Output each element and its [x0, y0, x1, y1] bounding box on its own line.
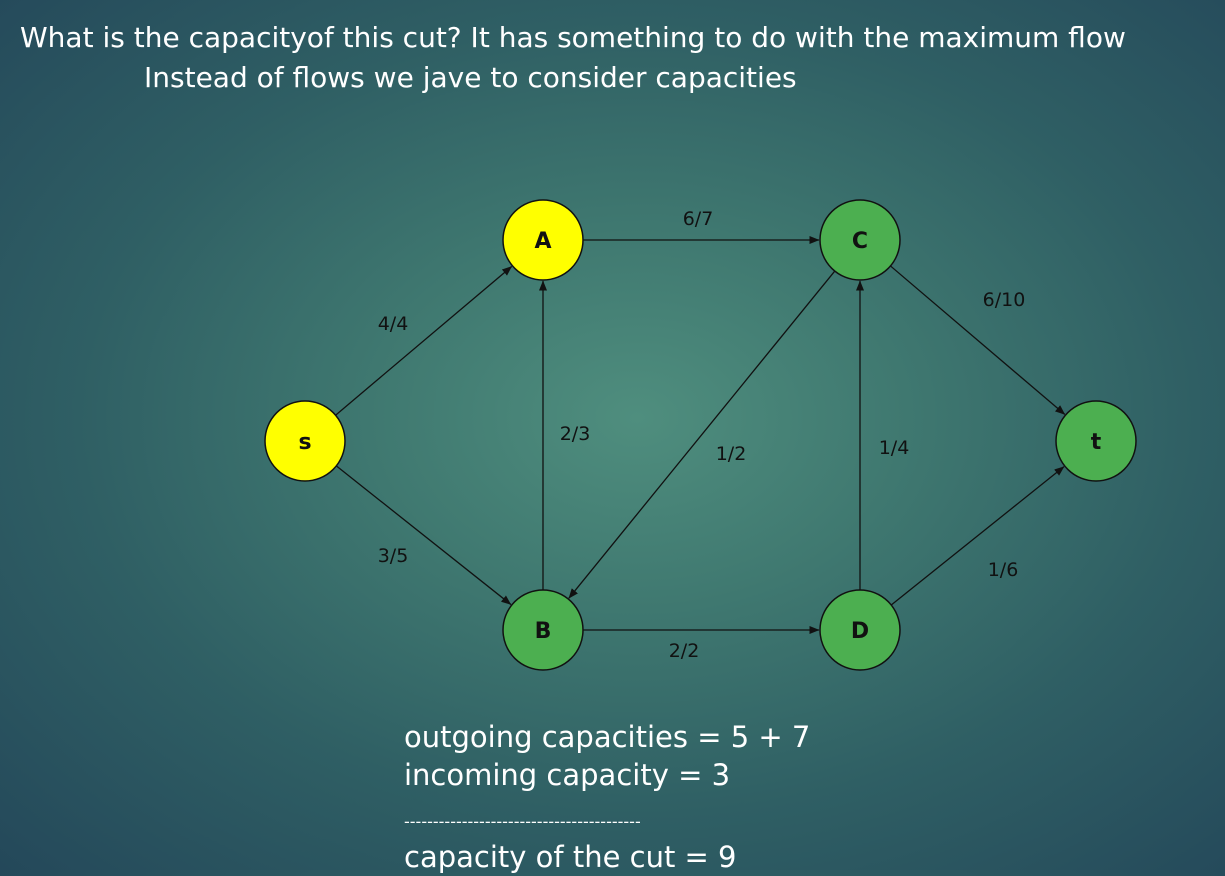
node-circle-D — [819, 589, 901, 671]
incoming-capacity-text: incoming capacity = 3 — [404, 758, 731, 792]
edge-labels-layer: 4/4 3/5 2/3 6/7 1/2 2/2 1/4 6/10 1/6 — [378, 208, 1026, 662]
node-s: s — [264, 400, 346, 482]
edge-C-B — [568, 270, 836, 599]
node-A: A — [502, 199, 584, 281]
node-label-D: D — [851, 619, 869, 644]
cut-calculation: outgoing capacities = 5 + 7 incoming cap… — [404, 718, 810, 876]
node-label-s: s — [298, 430, 311, 455]
node-label-t: t — [1091, 430, 1102, 455]
title-line-1: What is the capacityof this cut? It has … — [20, 21, 1126, 54]
edge-s-B — [335, 465, 512, 606]
node-label-C: C — [852, 229, 868, 254]
edge-s-A — [335, 265, 513, 416]
edge-label-B-A: 2/3 — [560, 423, 591, 445]
node-circle-A — [502, 199, 584, 281]
nodes-layer: s A B C Dt — [264, 199, 1137, 671]
edge-label-B-D: 2/2 — [669, 640, 700, 662]
node-circle-C — [819, 199, 901, 281]
node-t: t — [1055, 400, 1137, 482]
node-C: C — [819, 199, 901, 281]
edge-D-t — [890, 466, 1065, 606]
cut-capacity-result: capacity of the cut = 9 — [404, 840, 737, 874]
slide-title: What is the capacityof this cut? It has … — [20, 18, 1220, 98]
node-circle-t — [1055, 400, 1137, 482]
edge-label-A-C: 6/7 — [683, 208, 714, 230]
edge-label-s-A: 4/4 — [378, 313, 409, 335]
node-circle-s — [264, 400, 346, 482]
node-label-B: B — [535, 619, 552, 644]
node-B: B — [502, 589, 584, 671]
edge-label-C-B: 1/2 — [716, 443, 747, 465]
separator-line: ----------------------------------------… — [404, 812, 641, 831]
title-line-2: Instead of flows we jave to consider cap… — [144, 61, 797, 94]
edge-label-C-t: 6/10 — [983, 289, 1026, 311]
node-label-A: A — [534, 229, 551, 254]
node-D: D — [819, 589, 901, 671]
node-circle-B — [502, 589, 584, 671]
edge-label-D-t: 1/6 — [988, 559, 1019, 581]
edge-C-t — [890, 265, 1066, 415]
edge-label-D-C: 1/4 — [879, 437, 910, 459]
edge-label-s-B: 3/5 — [378, 545, 409, 567]
edges-layer — [335, 236, 1066, 634]
outgoing-capacities-text: outgoing capacities = 5 + 7 — [404, 720, 811, 754]
